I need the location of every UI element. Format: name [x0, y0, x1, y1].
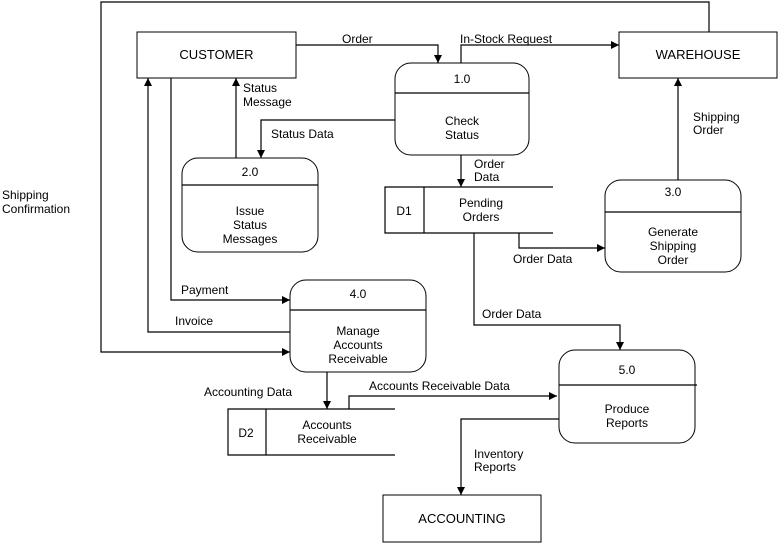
process-1[interactable]: 1.0 Check Status: [394, 62, 530, 156]
datastore-d2-label-line-1: Accounts: [302, 418, 351, 432]
process-4-label-line-3: Receivable: [328, 352, 388, 366]
datastore-d2-label-line-2: Receivable: [297, 432, 357, 446]
datastore-d1[interactable]: D1 Pending Orders: [384, 186, 553, 234]
flow-label-order-data-line-1: Order: [474, 157, 505, 171]
flow-label-order-data-to-3: Order Data: [513, 252, 573, 266]
entity-accounting[interactable]: ACCOUNTING: [382, 494, 542, 543]
process-3[interactable]: 3.0 Generate Shipping Order: [604, 179, 742, 273]
flow-label-shipping-order-line-1: Shipping: [693, 110, 740, 124]
process-5-label-line-1: Produce: [605, 402, 650, 416]
flow-status-data: [257, 119, 395, 158]
process-2[interactable]: 2.0 Issue Status Messages: [181, 157, 319, 253]
datastore-d1-label-line-2: Orders: [463, 210, 500, 224]
datastore-d1-label-line-1: Pending: [459, 196, 503, 210]
process-5-label-line-2: Reports: [606, 416, 648, 430]
flow-order-data-to-3: [518, 233, 605, 252]
process-2-id: 2.0: [242, 165, 259, 179]
entity-customer[interactable]: CUSTOMER: [136, 31, 297, 79]
flow-label-shipping-confirmation-line-1: Shipping: [2, 188, 49, 202]
flow-order: [296, 44, 442, 63]
datastore-d1-id: D1: [396, 204, 412, 218]
process-4-id: 4.0: [350, 287, 367, 301]
flow-label-order: Order: [342, 32, 373, 46]
entity-customer-label: CUSTOMER: [179, 47, 253, 62]
entity-warehouse-label: WAREHOUSE: [656, 47, 741, 62]
process-3-id: 3.0: [665, 185, 682, 199]
flow-label-inventory-reports-line-1: Inventory: [474, 447, 523, 461]
process-2-label-line-2: Status: [233, 218, 267, 232]
flow-ar-data: [348, 392, 557, 409]
flow-lines: [100, 1, 710, 495]
flow-label-order-data-line-2: Data: [474, 170, 500, 184]
flow-label-invoice: Invoice: [175, 314, 213, 328]
datastore-d2-id: D2: [238, 426, 254, 440]
flow-payment: [170, 78, 290, 304]
entity-accounting-label: ACCOUNTING: [418, 511, 505, 526]
flow-order-data-to-5: [473, 233, 624, 350]
process-3-label-line-2: Shipping: [650, 239, 697, 253]
process-4[interactable]: 4.0 Manage Accounts Receivable: [289, 279, 427, 373]
flow-label-accounting-data: Accounting Data: [204, 385, 292, 399]
flow-label-payment: Payment: [181, 283, 229, 297]
process-1-label-line-1: Check: [445, 114, 480, 128]
process-5-id: 5.0: [619, 363, 636, 377]
flow-label-order-data-to-5: Order Data: [482, 307, 542, 321]
process-3-label-line-1: Generate: [648, 225, 698, 239]
process-4-label-line-2: Accounts: [333, 338, 382, 352]
process-1-label-line-2: Status: [445, 128, 479, 142]
process-2-label-line-1: Issue: [236, 204, 265, 218]
entity-warehouse[interactable]: WAREHOUSE: [618, 31, 778, 79]
process-3-label-line-3: Order: [658, 253, 689, 267]
flow-label-in-stock-request: In-Stock Request: [460, 32, 553, 46]
flow-label-shipping-confirmation-line-2: Confirmation: [2, 202, 70, 216]
process-4-label-line-1: Manage: [336, 324, 380, 338]
flow-label-accounts-receivable-data: Accounts Receivable Data: [369, 379, 510, 393]
flow-shipping-confirmation: [100, 1, 710, 356]
process-5[interactable]: 5.0 Produce Reports: [558, 349, 697, 444]
process-1-id: 1.0: [454, 72, 471, 86]
flow-label-status-message-line-2: Message: [243, 95, 292, 109]
flow-label-shipping-order-line-2: Order: [693, 123, 724, 137]
process-2-label-line-3: Messages: [223, 232, 278, 246]
flow-in-stock-request: [460, 41, 619, 63]
flow-label-status-data: Status Data: [271, 127, 334, 141]
flow-inventory-reports: [457, 418, 559, 495]
flow-label-inventory-reports-line-2: Reports: [474, 460, 516, 474]
flow-label-status-message-line-1: Status: [243, 81, 277, 95]
flow-invoice: [144, 78, 290, 333]
flow-labels: Order In-Stock Request Status Message St…: [2, 32, 740, 474]
datastore-d2[interactable]: D2 Accounts Receivable: [227, 408, 395, 456]
